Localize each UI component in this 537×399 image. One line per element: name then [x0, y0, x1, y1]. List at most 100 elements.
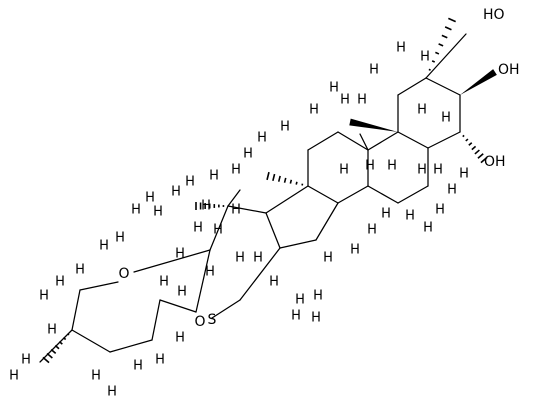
- hashed-bond-stroke: [441, 34, 448, 39]
- hydrogen-label: H: [295, 293, 305, 308]
- hydrogen-label: H: [205, 265, 215, 280]
- hydrogen-label: H: [291, 309, 301, 324]
- hashed-bond-stroke: [266, 171, 270, 181]
- bond-line: [397, 185, 429, 204]
- hashed-bond-stroke: [277, 175, 281, 182]
- hydrogen-label: H: [185, 175, 195, 190]
- bond-line: [367, 185, 399, 204]
- hydrogen-label: H: [357, 93, 367, 108]
- bond-line: [397, 131, 429, 149]
- bond-line: [79, 281, 119, 291]
- hashed-bond-stroke: [67, 333, 70, 336]
- bond-line: [337, 185, 369, 204]
- hashed-bond-stroke: [289, 179, 293, 184]
- hashed-bond-stroke: [295, 181, 298, 185]
- hydrogen-label: H: [131, 203, 141, 218]
- bond-line: [307, 185, 339, 204]
- hashed-bond-stroke: [468, 142, 473, 146]
- hashed-bond-stroke: [435, 51, 440, 55]
- bond-line: [337, 131, 369, 151]
- hydrogen-label: H: [435, 203, 445, 218]
- hydrogen-label: H: [235, 251, 245, 266]
- hydrogen-label: H: [253, 251, 263, 266]
- hydrogen-label: H: [201, 199, 211, 214]
- hydrogen-label: H: [145, 191, 155, 206]
- hydrogen-label: H: [420, 50, 430, 65]
- hydrogen-label: H: [193, 221, 203, 236]
- hydrogen-label: H: [441, 111, 451, 126]
- bond-line: [425, 77, 461, 96]
- atom-label-oh-right: OH: [498, 62, 520, 78]
- bond-line: [71, 289, 81, 331]
- hydrogen-label: H: [365, 159, 375, 174]
- hydrogen-label: H: [340, 93, 350, 108]
- hydrogen-label: H: [39, 289, 49, 304]
- bond-line: [227, 205, 267, 214]
- hashed-bond-stroke: [272, 173, 276, 182]
- hydrogen-label: H: [91, 369, 101, 384]
- hydrogen-label: H: [75, 263, 85, 278]
- hydrogen-label: H: [313, 289, 323, 304]
- atom-label-ho-top: HO: [483, 7, 505, 23]
- hydrogen-label: H: [280, 120, 290, 135]
- bond-line: [367, 131, 399, 151]
- bond-line: [425, 33, 467, 79]
- bond-line: [265, 185, 309, 214]
- hydrogen-label: H: [367, 223, 377, 238]
- hydrogen-label: H: [175, 331, 185, 346]
- hydrogen-label: H: [257, 131, 267, 146]
- hashed-bond-stroke: [438, 43, 444, 47]
- hydrogen-label: H: [175, 247, 185, 262]
- hydrogen-label: H: [417, 103, 427, 118]
- hydrogen-label: H: [339, 163, 349, 178]
- hydrogen-label: H: [99, 239, 109, 254]
- hydrogen-label: H: [231, 203, 241, 218]
- hydrogen-label: H: [21, 353, 31, 368]
- hydrogen-label: H: [177, 285, 187, 300]
- hashed-bond-stroke: [428, 68, 431, 71]
- hashed-bond-stroke: [283, 177, 287, 183]
- bond-line: [211, 299, 241, 319]
- hydrogen-label: H: [107, 385, 117, 399]
- atom-label-layer: HO OH OH O O S: [118, 7, 519, 330]
- wedge-bond: [460, 69, 497, 95]
- hashed-bond-stroke: [50, 348, 57, 354]
- hashed-bond-stroke: [474, 149, 480, 155]
- hydrogen-label: H: [323, 251, 333, 266]
- bond-line: [397, 77, 427, 96]
- atom-label-s: S: [208, 312, 217, 328]
- bond-line: [359, 133, 369, 151]
- hashed-bond-stroke: [42, 356, 50, 364]
- hydrogen-label: H: [433, 163, 443, 178]
- hashed-bond-stroke: [58, 340, 63, 345]
- bond-line: [209, 205, 229, 251]
- bond-line: [427, 131, 461, 149]
- hydrogen-label: H: [396, 41, 406, 56]
- bond-line: [71, 329, 111, 353]
- hydrogen-label: H: [269, 275, 279, 290]
- hashed-bond-stroke: [462, 134, 465, 138]
- bond-line: [227, 189, 241, 207]
- hashed-bond-stroke: [465, 138, 469, 142]
- bond-line: [315, 202, 339, 241]
- hydrogen-label: H: [350, 243, 360, 258]
- hydrogen-label: H: [231, 163, 241, 178]
- hydrogen-label: H: [329, 81, 339, 96]
- atom-label-o-furan: O: [194, 314, 205, 330]
- hashed-bond-stroke: [62, 337, 67, 341]
- hashed-bond-stroke: [477, 153, 484, 159]
- bond-line: [151, 299, 161, 341]
- bond-line: [239, 247, 281, 301]
- atom-label-oh-lower: OH: [484, 154, 506, 170]
- hydrogen-label: H: [459, 167, 469, 182]
- bond-line: [195, 249, 211, 313]
- hydrogen-label: H: [387, 159, 397, 174]
- hydrogen-label: H: [47, 323, 57, 338]
- bond-layer: [39, 17, 497, 364]
- hydrogen-label: H: [243, 147, 253, 162]
- bond-line: [133, 249, 211, 273]
- hydrogen-label: H: [369, 63, 379, 78]
- hydrogen-label: H: [447, 183, 457, 198]
